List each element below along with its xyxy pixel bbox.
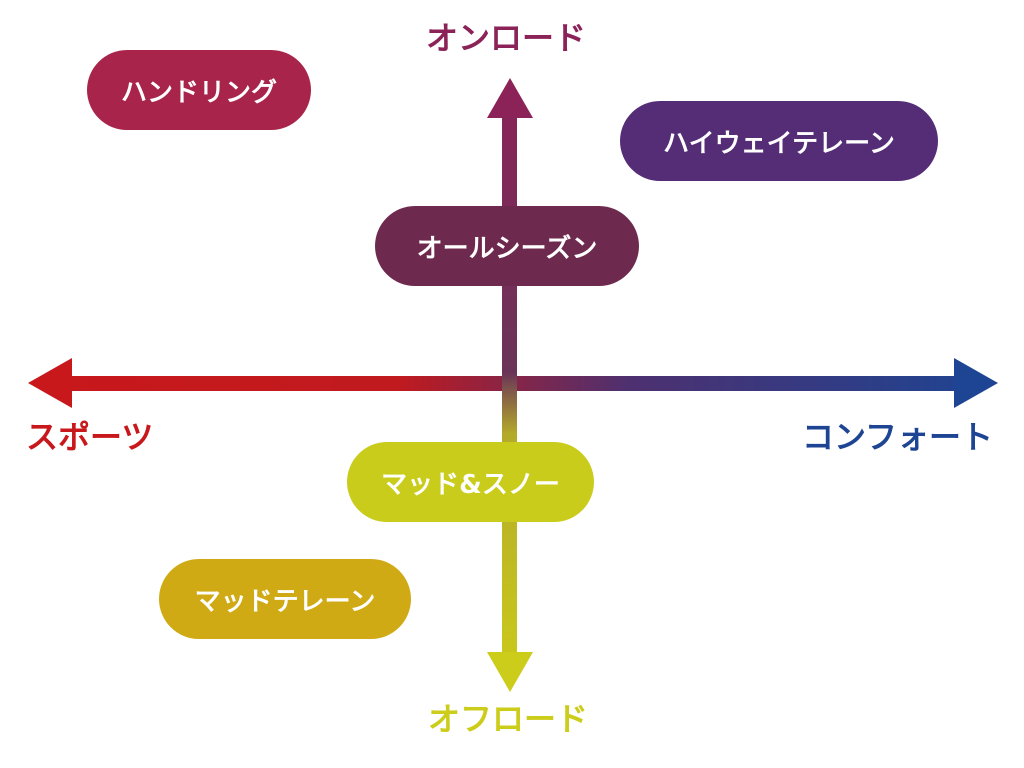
vertical-axis-shaft (502, 110, 517, 662)
left-arrowhead (28, 358, 72, 408)
category-handling: ハンドリング (87, 50, 311, 130)
axis-label-offroad: オフロード (428, 700, 589, 738)
right-arrowhead (954, 358, 998, 408)
down-arrowhead (487, 652, 533, 692)
category-mud-snow: マッド&スノー (347, 442, 594, 522)
category-all-season: オールシーズン (375, 206, 639, 286)
up-arrowhead (487, 78, 533, 118)
category-highway-terrain: ハイウェイテレーン (620, 101, 938, 181)
category-mud-terrain: マッドテレーン (159, 559, 411, 639)
axis-label-onroad: オンロード (426, 19, 587, 57)
axis-label-sport: スポーツ (26, 418, 154, 456)
axis-label-comfort: コンフォート (802, 418, 994, 456)
